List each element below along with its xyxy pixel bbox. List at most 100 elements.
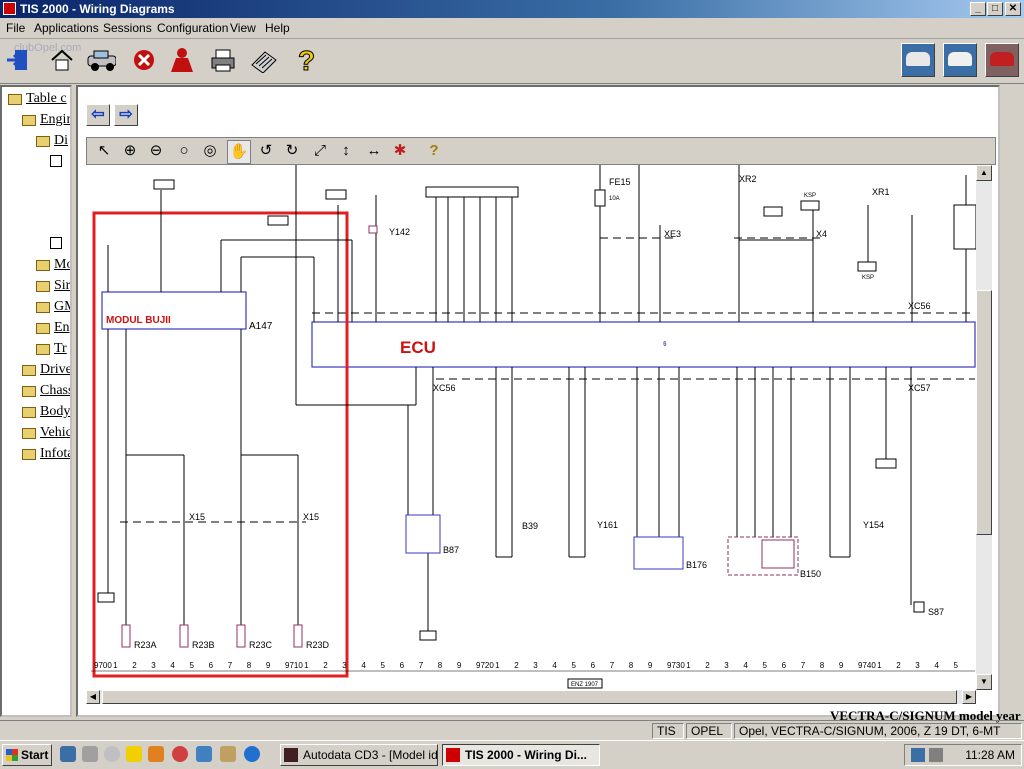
help-icon[interactable]: ? <box>429 142 439 159</box>
component-a147: A147 <box>249 321 273 332</box>
help-icon[interactable]: ? <box>292 45 322 75</box>
tis-icon <box>446 748 460 762</box>
diagram-footer-tag: ENZ 1907 <box>571 682 599 688</box>
ruler-label: 5 <box>954 661 959 670</box>
wiring-diagram[interactable]: ECU ჼ MODUL BUJII A147 X15 X15 R23A R23B… <box>86 165 976 690</box>
vehicle-icon[interactable] <box>86 45 116 75</box>
maximize-button[interactable]: □ <box>987 2 1003 16</box>
rotate-left-icon[interactable]: ↺ <box>259 142 273 159</box>
print-icon[interactable] <box>208 45 238 75</box>
ruler-label: 2 <box>323 661 328 670</box>
quicklaunch-opel-icon[interactable] <box>104 746 120 762</box>
start-button[interactable]: Start <box>2 744 52 766</box>
tree-item-table-of-contents[interactable]: Table c <box>26 91 67 106</box>
component-r23c: R23C <box>249 640 273 650</box>
tree-item-body[interactable]: Body <box>40 404 71 419</box>
zoom-in-icon[interactable]: ⊕ <box>123 142 137 159</box>
scroll-thumb[interactable] <box>976 290 992 535</box>
pointer-icon[interactable]: ↖ <box>97 142 111 159</box>
scroll-thumb[interactable] <box>102 690 957 704</box>
component-y154: Y154 <box>863 520 884 530</box>
quicklaunch-desktop-icon[interactable] <box>60 746 76 762</box>
ruler-label: 1 <box>113 661 118 670</box>
tree-item-mo[interactable]: Mo <box>54 257 72 272</box>
fit-width-icon[interactable]: ↔ <box>366 142 382 159</box>
ruler-label: 9 <box>648 661 653 670</box>
exit-icon[interactable] <box>4 45 34 75</box>
ruler-label: 5 <box>763 661 768 670</box>
tree-item-gm[interactable]: GM <box>54 299 70 314</box>
status-make: OPEL <box>686 723 732 739</box>
forward-button[interactable]: ⇨ <box>114 104 138 126</box>
pan-hand-icon[interactable]: ✋ <box>227 140 251 164</box>
ruler-label: 6 <box>400 661 405 670</box>
scroll-right-icon[interactable]: ▶ <box>962 690 976 704</box>
vehicle-select-2-icon[interactable] <box>943 43 977 77</box>
back-button[interactable]: ⇦ <box>86 104 110 126</box>
volume-icon[interactable] <box>929 748 943 762</box>
tree-item-tr[interactable]: Tr <box>54 341 67 356</box>
ruler-label: 4 <box>934 661 939 670</box>
scroll-left-icon[interactable]: ◀ <box>86 690 100 704</box>
network-icon[interactable] <box>911 748 925 762</box>
fit-height-icon[interactable]: ↕ <box>342 142 350 159</box>
component-fe15: FE15 <box>609 177 631 187</box>
scroll-down-icon[interactable]: ▼ <box>976 674 992 690</box>
tree-item-sir[interactable]: Sir <box>54 278 71 293</box>
diagram-vertical-scrollbar[interactable]: ▲ ▼ <box>976 165 992 690</box>
start-label: Start <box>21 748 49 762</box>
folder-icon <box>36 136 50 147</box>
home-icon[interactable] <box>47 45 77 75</box>
component-xc56-bottom: XC56 <box>433 383 456 393</box>
highlight-icon[interactable]: ✱ <box>393 142 407 159</box>
quicklaunch-tool-icon[interactable] <box>148 746 164 762</box>
task-label: TIS 2000 - Wiring Di... <box>465 748 587 762</box>
folder-icon <box>22 386 36 397</box>
ruler-label: 3 <box>533 661 538 670</box>
tree-item-diagnostics[interactable]: Di <box>54 133 68 148</box>
menu-applications[interactable]: Applications <box>34 21 99 35</box>
scroll-up-icon[interactable]: ▲ <box>976 165 992 181</box>
quicklaunch-ie-icon[interactable] <box>244 746 260 762</box>
svg-text:?: ? <box>298 46 315 74</box>
rotate-right-icon[interactable]: ↻ <box>285 142 299 159</box>
tree-item-infotainment[interactable]: Infota <box>40 446 72 461</box>
quicklaunch-web-icon[interactable] <box>196 746 212 762</box>
tree-item-chassis[interactable]: Chass <box>40 383 72 398</box>
fit-page-icon[interactable]: ⤢ <box>313 142 326 159</box>
diagram-horizontal-scrollbar[interactable]: ◀ ▶ <box>86 690 976 704</box>
notes-icon[interactable] <box>249 45 279 75</box>
close-button[interactable]: ✕ <box>1005 2 1021 16</box>
minimize-button[interactable]: _ <box>970 2 986 16</box>
menu-view[interactable]: View <box>230 21 256 35</box>
tree-item-vehicle[interactable]: Vehic <box>40 425 72 440</box>
menu-sessions[interactable]: Sessions <box>103 21 152 35</box>
vehicle-select-1-icon[interactable] <box>901 43 935 77</box>
app-icon[interactable] <box>3 2 16 15</box>
menu-help[interactable]: Help <box>265 21 290 35</box>
tree-item-en[interactable]: En <box>54 320 70 335</box>
watermark: clubOpel.com <box>14 42 82 54</box>
task-autodata[interactable]: Autodata CD3 - [Model id... <box>280 744 438 766</box>
task-tis2000[interactable]: TIS 2000 - Wiring Di... <box>442 744 600 766</box>
ruler-label: 7 <box>610 661 615 670</box>
menu-configuration[interactable]: Configuration <box>157 21 229 35</box>
menu-file[interactable]: File <box>6 21 26 35</box>
quicklaunch-opcom-icon[interactable] <box>126 746 142 762</box>
component-x15-2: X15 <box>303 512 319 522</box>
component-xc57: XC57 <box>908 383 931 393</box>
zoom-out-icon[interactable]: ⊖ <box>149 142 163 159</box>
vehicle-select-3-icon[interactable] <box>985 43 1019 77</box>
quicklaunch-media-icon[interactable] <box>172 746 188 762</box>
tree-item-engine[interactable]: Engin <box>40 112 72 127</box>
quicklaunch-folder-icon[interactable] <box>220 746 236 762</box>
user-icon[interactable] <box>167 45 197 75</box>
zoom-icon[interactable]: ○ <box>179 142 189 159</box>
stop-icon[interactable] <box>129 45 159 75</box>
tree-item-drive[interactable]: Drive <box>40 362 72 377</box>
folder-icon <box>8 94 22 105</box>
zoom-window-icon[interactable]: ◎ <box>203 142 217 159</box>
quicklaunch-app-icon[interactable] <box>82 746 98 762</box>
component-ksp-2: KSP <box>862 275 874 281</box>
pane-splitter[interactable] <box>72 85 76 717</box>
